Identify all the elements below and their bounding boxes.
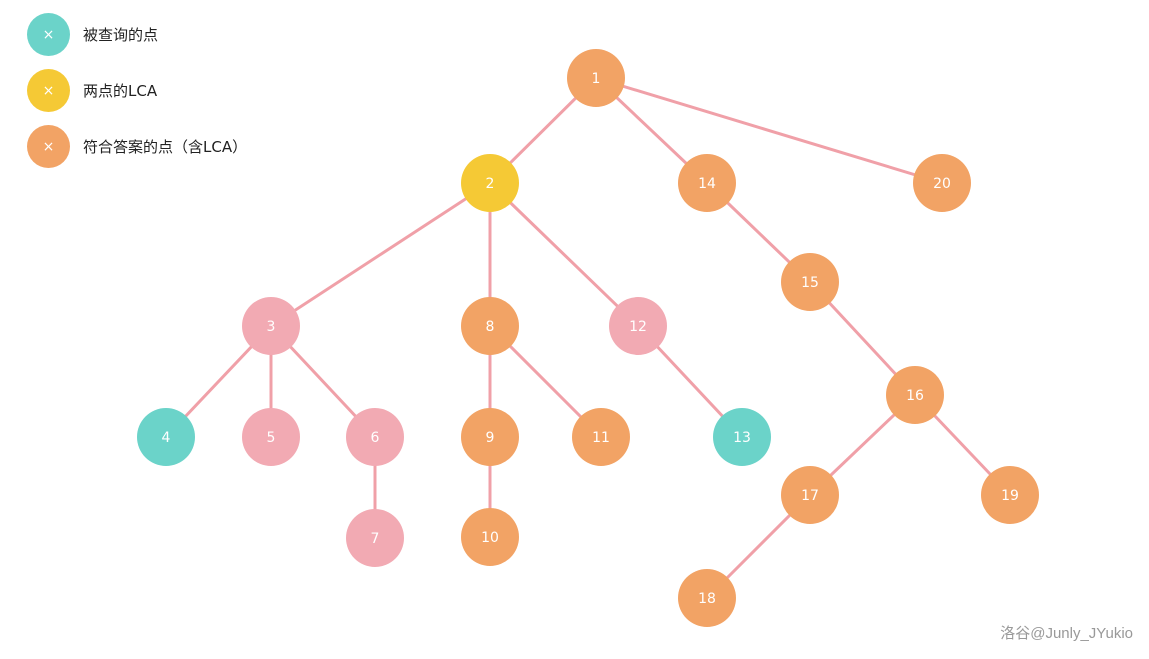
node-2: 2 (461, 154, 519, 212)
node-11: 11 (572, 408, 630, 466)
node-circle (678, 154, 736, 212)
node-circle (567, 49, 625, 107)
node-label: 10 (481, 530, 499, 546)
node-20: 20 (913, 154, 971, 212)
node-label: 3 (267, 319, 276, 335)
watermark: 洛谷@Junly_JYukio (1000, 625, 1133, 642)
node-label: 16 (906, 388, 924, 404)
node-label: 4 (162, 430, 171, 446)
node-label: 2 (486, 176, 495, 192)
node-8: 8 (461, 297, 519, 355)
node-label: 15 (801, 275, 819, 291)
node-circle (609, 297, 667, 355)
node-circle (886, 366, 944, 424)
node-label: 13 (733, 430, 751, 446)
node-label: 20 (933, 176, 951, 192)
node-label: 9 (486, 430, 495, 446)
node-label: 5 (267, 430, 276, 446)
node-circle (572, 408, 630, 466)
legend-item-queried: × 被查询的点 (27, 13, 158, 56)
node-label: 8 (486, 319, 495, 335)
edge-2-12 (488, 181, 640, 328)
legend-item-answer: × 符合答案的点（含LCA） (27, 125, 247, 168)
node-circle (137, 408, 195, 466)
node-circle (461, 297, 519, 355)
node-5: 5 (242, 408, 300, 466)
node-9: 9 (461, 408, 519, 466)
node-circle (461, 408, 519, 466)
node-circle (346, 408, 404, 466)
node-17: 17 (781, 466, 839, 524)
legend-swatch-icon: × (27, 69, 70, 112)
node-6: 6 (346, 408, 404, 466)
node-15: 15 (781, 253, 839, 311)
node-label: 18 (698, 591, 716, 607)
node-label: 19 (1001, 488, 1019, 504)
node-19: 19 (981, 466, 1039, 524)
node-circle (242, 297, 300, 355)
legend-swatch-icon: × (27, 125, 70, 168)
legend-item-lca: × 两点的LCA (27, 69, 157, 112)
node-label: 7 (371, 531, 380, 547)
node-13: 13 (713, 408, 771, 466)
legend-label: 符合答案的点（含LCA） (83, 138, 248, 156)
node-label: 12 (629, 319, 647, 335)
node-label: 14 (698, 176, 716, 192)
node-label: 17 (801, 488, 819, 504)
node-label: 1 (592, 71, 601, 87)
node-4: 4 (137, 408, 195, 466)
node-14: 14 (678, 154, 736, 212)
node-16: 16 (886, 366, 944, 424)
node-7: 7 (346, 509, 404, 567)
node-circle (781, 466, 839, 524)
node-circle (461, 508, 519, 566)
node-circle (713, 408, 771, 466)
legend-label: 被查询的点 (83, 26, 159, 44)
node-18: 18 (678, 569, 736, 627)
edge-1-20 (595, 76, 943, 185)
legend-swatch-icon: × (27, 13, 70, 56)
node-10: 10 (461, 508, 519, 566)
edge-2-3 (270, 181, 491, 328)
node-label: 6 (371, 430, 380, 446)
node-circle (678, 569, 736, 627)
node-circle (461, 154, 519, 212)
node-circle (913, 154, 971, 212)
node-3: 3 (242, 297, 300, 355)
node-circle (346, 509, 404, 567)
node-circle (981, 466, 1039, 524)
node-12: 12 (609, 297, 667, 355)
legend-label: 两点的LCA (83, 82, 158, 100)
node-circle (781, 253, 839, 311)
node-label: 11 (592, 430, 610, 446)
node-1: 1 (567, 49, 625, 107)
node-circle (242, 408, 300, 466)
